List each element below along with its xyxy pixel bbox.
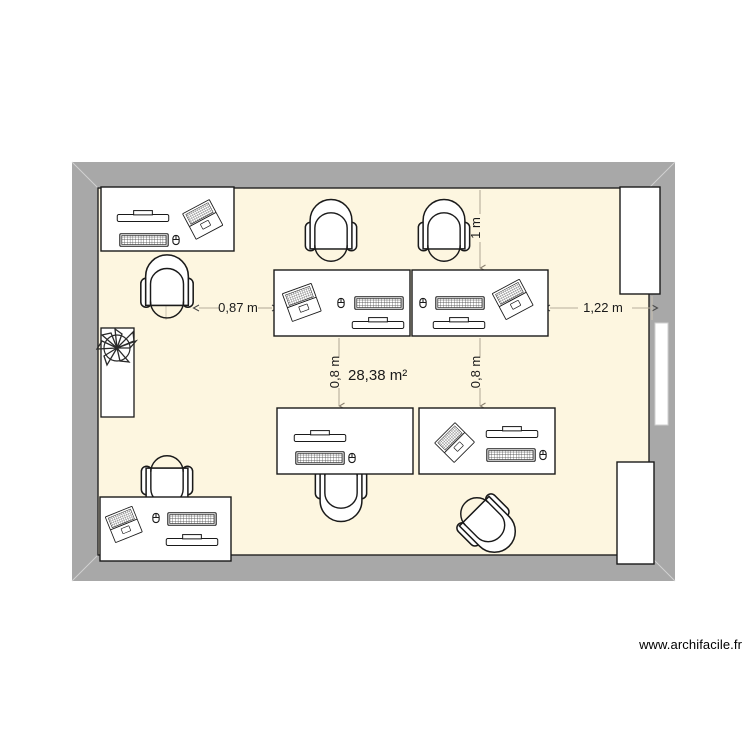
door-right-wall[interactable] bbox=[654, 322, 669, 426]
keyboard-icon bbox=[119, 233, 169, 247]
mouse-icon bbox=[172, 234, 180, 246]
keyboard-icon bbox=[167, 512, 217, 526]
cabinet-left-wall[interactable] bbox=[96, 327, 137, 418]
mouse-icon bbox=[419, 297, 427, 309]
cabinet-top-right[interactable] bbox=[619, 186, 661, 295]
mouse-icon bbox=[337, 297, 345, 309]
keyboard-icon bbox=[295, 451, 345, 465]
desk-center-left[interactable] bbox=[273, 269, 411, 337]
dimension-label-4: 0,8 m bbox=[468, 356, 483, 389]
watermark-archifacile: www.archifacile.fr bbox=[639, 637, 742, 652]
desk-bottom-left[interactable] bbox=[99, 496, 232, 562]
dimension-lines bbox=[165, 190, 659, 410]
dimension-label-1: 1,22 m bbox=[583, 300, 623, 315]
keyboard-icon bbox=[486, 448, 536, 462]
keyboard-icon bbox=[435, 296, 485, 310]
mouse-icon bbox=[348, 452, 356, 464]
desk-top-left[interactable] bbox=[100, 186, 235, 252]
desk-lower-right[interactable] bbox=[418, 407, 556, 475]
desk-center-right[interactable] bbox=[411, 269, 549, 337]
wall-corner-miters bbox=[71, 161, 676, 582]
mouse-icon bbox=[152, 512, 160, 524]
dimension-label-2: 1 m bbox=[468, 217, 483, 239]
mouse-icon bbox=[539, 449, 547, 461]
cabinet-bottom-right[interactable] bbox=[616, 461, 655, 565]
dimension-label-3: 0,8 m bbox=[327, 356, 342, 389]
room-area-label: 28,38 m² bbox=[348, 367, 407, 384]
dimension-label-0: 0,87 m bbox=[218, 300, 258, 315]
desk-lower-left[interactable] bbox=[276, 407, 414, 475]
keyboard-icon bbox=[354, 296, 404, 310]
